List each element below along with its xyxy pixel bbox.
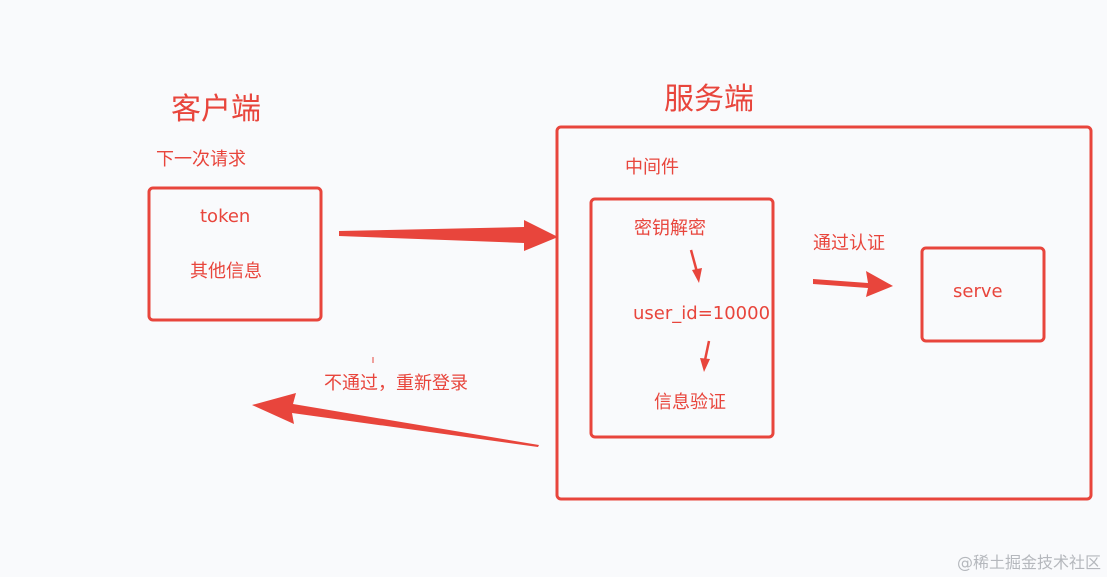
middleware-box: [589, 197, 775, 439]
reject-arrow: [252, 393, 539, 447]
server-box: [555, 125, 1093, 501]
other-info-label: 其他信息: [190, 261, 262, 282]
middleware-label: 中间件: [625, 157, 679, 178]
client-box: [147, 186, 323, 322]
pass-arrow: [813, 271, 893, 297]
reject-label: 不通过，重新登录: [324, 373, 468, 394]
request-label: 下一次请求: [156, 149, 246, 170]
watermark: @稀土掘金技术社区: [956, 553, 1101, 572]
decrypt-arrow-head: [692, 268, 702, 283]
verify-label: 信息验证: [654, 392, 726, 413]
client-title: 客户端: [171, 92, 261, 127]
token-label: token: [200, 206, 251, 227]
serve-box: [920, 246, 1046, 343]
userid-arrow-head: [700, 358, 710, 372]
server-title: 服务端: [664, 82, 754, 117]
pass-label: 通过认证: [813, 233, 885, 254]
request-arrow: [339, 220, 558, 251]
decrypt-label: 密钥解密: [634, 218, 706, 239]
decrypt-arrow-shaft: [689, 249, 699, 273]
userid-arrow-shaft: [703, 340, 711, 361]
user-id-label: user_id=10000: [633, 303, 771, 324]
serve-label: serve: [953, 281, 1003, 302]
